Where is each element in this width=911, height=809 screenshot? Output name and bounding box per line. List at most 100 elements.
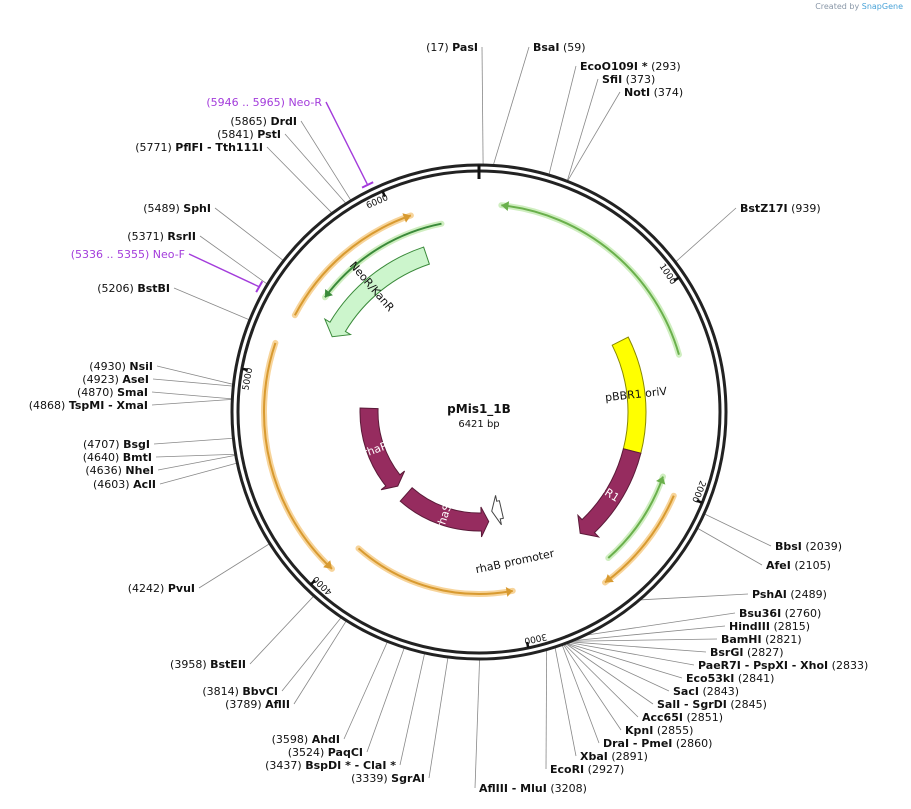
- leader-line: [569, 641, 707, 653]
- leader-line: [492, 46, 530, 166]
- orf-outer-4: [263, 342, 333, 570]
- site-label: (5771) PflFI - Tth111I: [135, 141, 263, 154]
- site-name: SgrAI: [391, 772, 425, 785]
- site-name: KpnI: [625, 724, 653, 737]
- site-name: SphI: [183, 202, 211, 215]
- site-label: EcoO109I * (293): [580, 60, 681, 73]
- tick-label: 6000: [365, 193, 390, 211]
- site-name: XbaI: [580, 750, 608, 763]
- site-position: (2841): [738, 672, 775, 685]
- site-label: BamHI (2821): [721, 633, 802, 646]
- site-name: PaeR7I - PspXI - XhoI: [698, 659, 828, 672]
- site-label: (5206) BstBI: [97, 282, 170, 295]
- site-label: KpnI (2855): [625, 724, 693, 737]
- site-name: SalI - SgrDI: [657, 698, 727, 711]
- site-name: BamHI: [721, 633, 762, 646]
- site-label: (17) PasI: [426, 41, 478, 54]
- leader-line: [566, 78, 599, 182]
- orf-outer-3-arrowhead: [605, 574, 614, 583]
- site-position: (5865): [230, 115, 267, 128]
- site-name: BbsI: [775, 540, 802, 553]
- site-name: NsiI: [129, 360, 153, 373]
- site-position: (3958): [170, 658, 207, 671]
- leader-line: [568, 641, 695, 666]
- leader-line: [399, 652, 426, 766]
- primer-mark: [361, 181, 374, 189]
- leader-line: [572, 625, 726, 642]
- leader-line: [284, 133, 347, 204]
- site-label: AfeI (2105): [766, 559, 831, 572]
- site-label: (5865) DrdI: [230, 115, 297, 128]
- leader-line: [639, 593, 749, 601]
- site-label: BsaI (59): [533, 41, 586, 54]
- site-label: EcoRI (2927): [550, 763, 624, 776]
- site-label: (4603) AclI: [93, 478, 156, 491]
- plasmid-length: 6421 bp: [458, 419, 499, 430]
- site-name: AclI: [133, 478, 156, 491]
- site-label: Bsu36I (2760): [739, 607, 821, 620]
- leader-line: [562, 643, 622, 731]
- leader-line: [584, 612, 736, 636]
- orf-outer-2: [501, 204, 680, 355]
- leader-line: [570, 638, 718, 642]
- site-position: (2815): [773, 620, 810, 633]
- site-position: (373): [626, 73, 656, 86]
- site-name: BbvCI: [242, 685, 278, 698]
- site-position: (2891): [611, 750, 648, 763]
- feature-rhar: [359, 407, 406, 491]
- site-position: (3208): [550, 782, 587, 795]
- snapgene-brand: SnapGene: [861, 2, 903, 11]
- site-label: (3339) SgrAI: [351, 772, 425, 785]
- site-position: (4242): [128, 582, 165, 595]
- leader-line: [249, 595, 315, 665]
- leader-line: [703, 513, 772, 547]
- site-label: (3598) AhdI: [272, 733, 340, 746]
- leader-line: [300, 120, 352, 201]
- site-position: (4640): [83, 451, 120, 464]
- site-position: (17): [426, 41, 449, 54]
- site-label: BsrGI (2827): [710, 646, 784, 659]
- site-position: (2851): [686, 711, 723, 724]
- center-title: pMis1_1B 6421 bp: [447, 402, 511, 430]
- site-name: BspDI * - ClaI *: [305, 759, 396, 772]
- site-name: DrdI: [270, 115, 297, 128]
- site-position: (2833): [832, 659, 869, 672]
- site-position: (2927): [588, 763, 625, 776]
- site-position: (2039): [805, 540, 842, 553]
- site-label: (4930) NsiI: [89, 360, 153, 373]
- site-label: HindIII (2815): [729, 620, 810, 633]
- site-name: AfeI: [766, 559, 791, 572]
- site-label: (3789) AflII: [225, 698, 290, 711]
- site-position: (2855): [657, 724, 694, 737]
- site-label: Eco53kI (2841): [686, 672, 774, 685]
- site-name: AflII: [265, 698, 290, 711]
- tick-mark: [381, 190, 387, 198]
- site-name: Eco53kI: [686, 672, 734, 685]
- site-name: SfiI: [602, 73, 622, 86]
- credit-text: Created by: [815, 2, 860, 11]
- site-name: AhdI: [312, 733, 340, 746]
- site-position: (374): [654, 86, 684, 99]
- site-label: BbsI (2039): [775, 540, 842, 553]
- leader-line: [565, 643, 654, 705]
- site-position: (5489): [143, 202, 180, 215]
- tick-mark: [525, 641, 530, 649]
- tick-label: 5000: [241, 367, 255, 392]
- site-name: DraI - PmeI: [603, 737, 672, 750]
- orf-mid-1-arrowhead: [656, 476, 666, 485]
- leader-line: [157, 454, 236, 471]
- orf-mid-1: [607, 476, 664, 559]
- site-name: PflFI - Tth111I: [175, 141, 263, 154]
- plasmid-name: pMis1_1B: [447, 402, 511, 417]
- site-position: (4930): [89, 360, 126, 373]
- site-name: PshAI: [752, 588, 787, 601]
- leader-line: [548, 65, 577, 176]
- leader-line: [198, 543, 271, 589]
- orf-inner-1-arrowhead: [505, 586, 513, 597]
- site-name: TspMI - XmaI: [69, 399, 148, 412]
- primer-leader: [325, 101, 369, 186]
- leader-line: [567, 91, 621, 182]
- site-position: (2845): [730, 698, 767, 711]
- site-name: SmaI: [117, 386, 148, 399]
